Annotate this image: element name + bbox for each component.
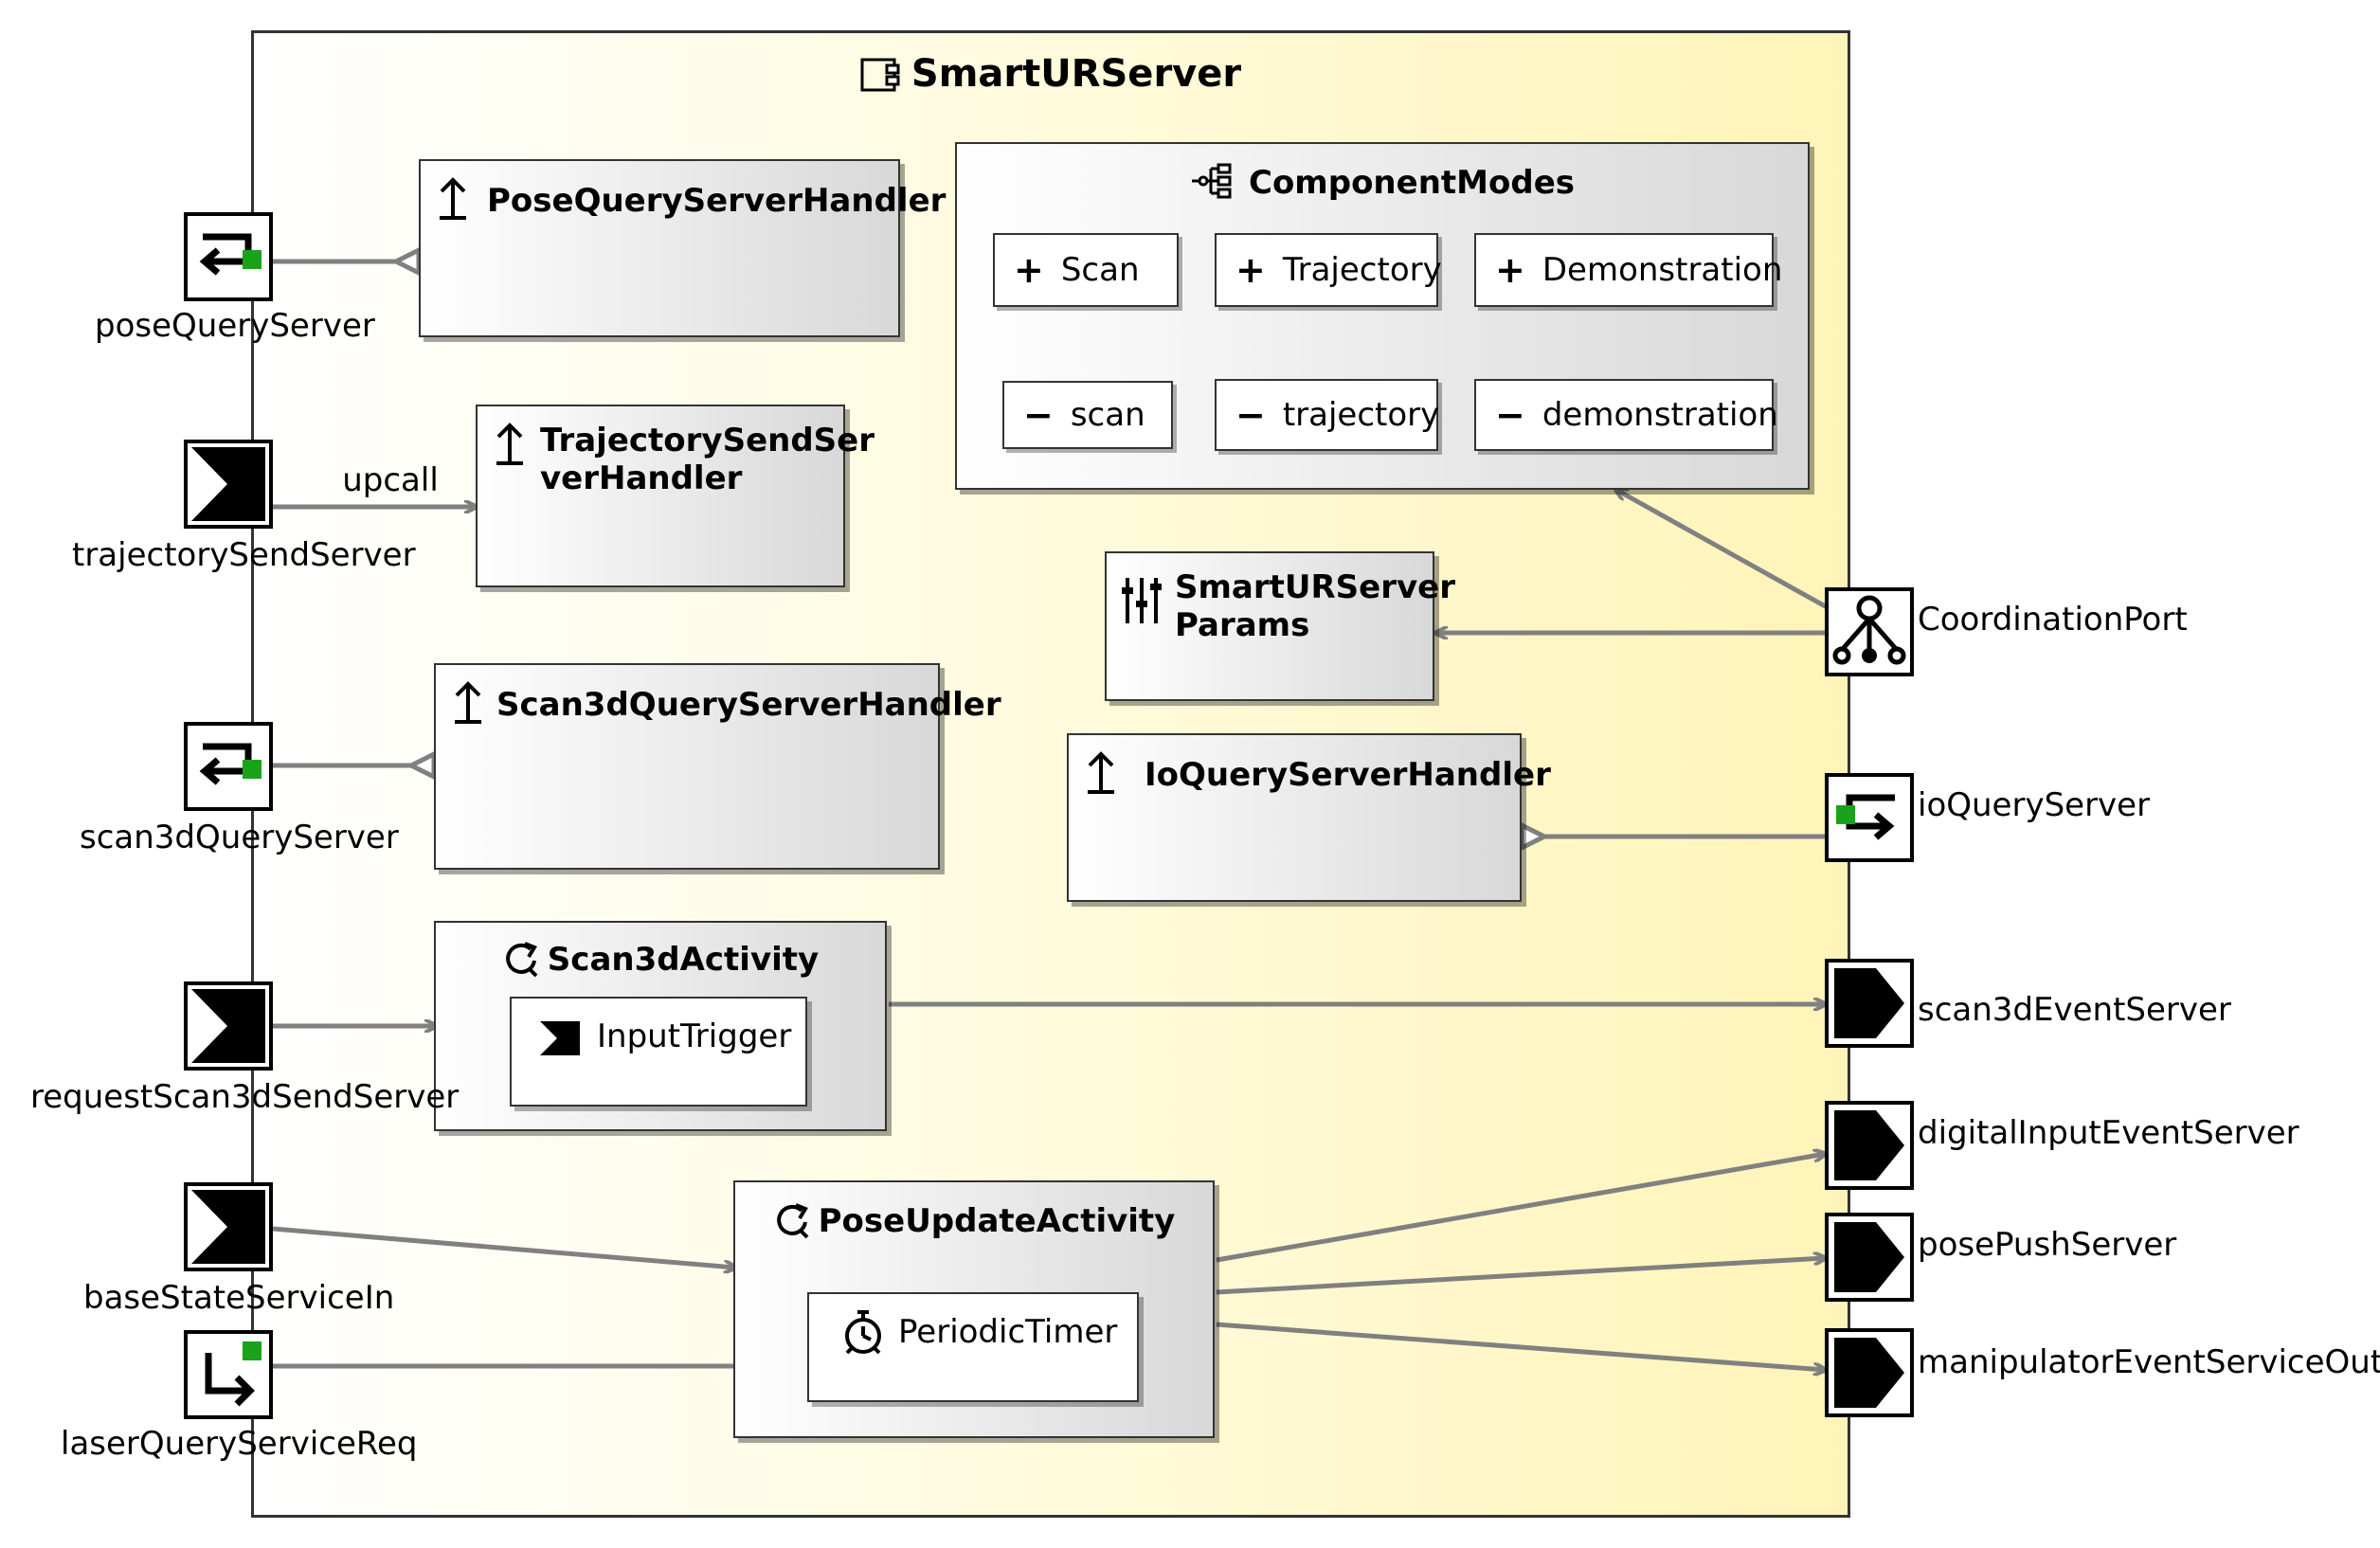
remove-icon: − xyxy=(1023,394,1054,436)
mode-remove-scan[interactable]: −scan xyxy=(1002,381,1173,449)
event-server-icon xyxy=(1834,1338,1904,1408)
port-label: ioQueryServer xyxy=(1918,786,2151,824)
mode-label: trajectory xyxy=(1282,396,1440,434)
activity-title: PoseUpdateActivity xyxy=(735,1201,1213,1240)
connector-coord-modes xyxy=(1616,490,1830,611)
mode-add-scan[interactable]: + Scan xyxy=(993,233,1179,307)
scan3d-query-server-handler[interactable]: Scan3dQueryServerHandler xyxy=(434,663,1001,870)
upcall-handler-icon xyxy=(455,681,481,724)
periodic-timer[interactable]: PeriodicTimer xyxy=(807,1292,1139,1402)
connector-scan3d-query-socket xyxy=(406,749,437,782)
port-label: scan3dEventServer xyxy=(1918,991,2231,1029)
activity-icon xyxy=(505,942,538,978)
connector-label-upcall: upcall xyxy=(342,461,439,499)
params-icon xyxy=(1122,578,1162,623)
port-label: manipulatorEventServiceOut xyxy=(1918,1343,2380,1381)
manipulator-event-service-out-port[interactable] xyxy=(1825,1328,1914,1417)
component-title-text: SmartURServer xyxy=(911,52,1242,96)
query-server-icon xyxy=(203,743,252,775)
params-title-line1: SmartURServer xyxy=(1175,568,1455,606)
trajectory-send-server-handler[interactable]: TrajectorySendSer verHandler xyxy=(476,405,874,587)
handler-title-line1: TrajectorySendSer xyxy=(540,422,874,459)
event-server-icon xyxy=(1834,1110,1904,1180)
port-label: baseStateServiceIn xyxy=(83,1279,395,1317)
connector-manipulator-event xyxy=(1216,1322,1825,1370)
mode-add-demonstration[interactable]: + Demonstration xyxy=(1474,233,1782,307)
connector-digital-input xyxy=(1216,1154,1825,1263)
upcall-handler-icon xyxy=(496,423,523,465)
remove-icon: − xyxy=(1495,394,1525,436)
connector-base-state xyxy=(272,1226,735,1268)
mode-label: Trajectory xyxy=(1282,251,1442,289)
handler-title: Scan3dQueryServerHandler xyxy=(496,686,1001,724)
input-trigger[interactable]: InputTrigger xyxy=(510,997,807,1107)
port-label: trajectorySendServer xyxy=(72,536,416,574)
port-label: laserQueryServiceReq xyxy=(61,1425,418,1463)
smarturserver-params[interactable]: SmartURServer Params xyxy=(1105,551,1455,701)
trajectory-send-server-port[interactable] xyxy=(184,440,273,529)
handler-title: PoseQueryServerHandler xyxy=(487,182,947,220)
handler-title-line2: verHandler xyxy=(540,459,743,497)
push-server-icon xyxy=(1834,1222,1904,1292)
mode-remove-trajectory[interactable]: −trajectory xyxy=(1215,379,1440,451)
port-label: scan3dQueryServer xyxy=(80,819,399,856)
add-icon: + xyxy=(1235,249,1266,291)
modes-icon xyxy=(1192,163,1232,199)
connector-pose-push xyxy=(1216,1258,1825,1295)
component-modes-title-text: ComponentModes xyxy=(1249,164,1575,202)
mode-add-trajectory[interactable]: + Trajectory xyxy=(1215,233,1442,307)
upcall-handler-icon xyxy=(1088,751,1114,794)
port-label: CoordinationPort xyxy=(1918,601,2188,639)
event-client-icon xyxy=(191,1190,265,1264)
connector-pose-query-socket xyxy=(390,245,422,278)
port-label: poseQueryServer xyxy=(95,307,375,345)
pose-query-server-port[interactable] xyxy=(184,212,273,301)
io-query-server-port[interactable] xyxy=(1825,773,1914,862)
query-client-icon xyxy=(205,1353,250,1395)
activity-icon xyxy=(776,1203,809,1239)
laser-query-service-req-port[interactable] xyxy=(184,1330,273,1419)
mode-remove-demonstration[interactable]: −demonstration xyxy=(1474,379,1778,451)
base-state-service-in-port[interactable] xyxy=(184,1182,273,1271)
input-trigger-icon xyxy=(540,1021,580,1055)
remove-icon: − xyxy=(1235,394,1266,436)
scan3d-event-server-port[interactable] xyxy=(1825,959,1914,1048)
scan3d-query-server-port[interactable] xyxy=(184,722,273,811)
upcall-handler-icon xyxy=(440,177,466,220)
send-server-icon xyxy=(191,447,265,521)
port-label: posePushServer xyxy=(1918,1226,2177,1264)
add-icon: + xyxy=(1495,249,1525,291)
handler-title: IoQueryServerHandler xyxy=(1145,756,1551,794)
io-query-server-handler[interactable]: IoQueryServerHandler xyxy=(1067,733,1551,902)
add-icon: + xyxy=(1014,249,1044,291)
port-label: digitalInputEventServer xyxy=(1918,1114,2299,1152)
input-trigger-label: InputTrigger xyxy=(597,1017,792,1055)
send-server-icon xyxy=(191,989,265,1063)
connector-io-query-socket xyxy=(1519,820,1550,853)
pose-query-server-handler[interactable]: PoseQueryServerHandler xyxy=(419,159,946,337)
mode-label: scan xyxy=(1070,396,1145,434)
coordination-icon xyxy=(1832,595,1906,665)
pose-push-server-port[interactable] xyxy=(1825,1213,1914,1302)
component-title: SmartURServer xyxy=(254,52,1848,96)
component-icon xyxy=(860,58,900,92)
event-server-icon xyxy=(1834,968,1904,1038)
port-label: requestScan3dSendServer xyxy=(30,1078,460,1116)
params-title-line2: Params xyxy=(1175,606,1310,644)
mode-label: Demonstration xyxy=(1542,251,1783,289)
digital-input-event-server-port[interactable] xyxy=(1825,1101,1914,1190)
activity-title-text: PoseUpdateActivity xyxy=(818,1202,1176,1240)
mode-label: Scan xyxy=(1060,251,1140,289)
periodic-timer-icon xyxy=(845,1310,881,1355)
mode-label: demonstration xyxy=(1542,396,1778,434)
activity-title: Scan3dActivity xyxy=(436,940,885,979)
component-modes-title: ComponentModes xyxy=(957,163,1808,202)
query-server-icon xyxy=(203,233,252,265)
periodic-timer-label: PeriodicTimer xyxy=(898,1313,1118,1351)
coordination-port[interactable] xyxy=(1825,587,1914,676)
request-scan3d-send-server-port[interactable] xyxy=(184,981,273,1071)
activity-title-text: Scan3dActivity xyxy=(547,941,820,979)
